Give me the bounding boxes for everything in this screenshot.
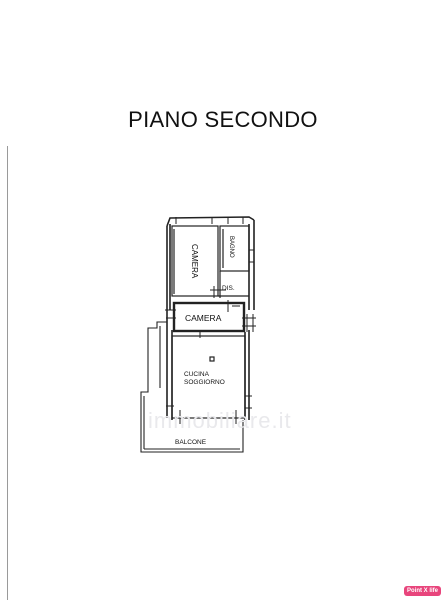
camera-2-walls bbox=[172, 301, 246, 333]
brand-badge: Point X life bbox=[404, 586, 442, 596]
room-label-bagno: BAGNO bbox=[228, 236, 234, 258]
page-title: PIANO SECONDO bbox=[128, 107, 318, 132]
room-label-soggiorno: SOGGIORNO bbox=[184, 379, 225, 386]
balcony-walls bbox=[140, 321, 244, 453]
page-edge-line bbox=[7, 146, 8, 600]
room-label-camera-2: CAMERA bbox=[185, 313, 222, 323]
room-label-balcone: BALCONE bbox=[175, 439, 207, 446]
living-room-walls bbox=[171, 335, 246, 419]
room-label-camera-1: CAMERA bbox=[190, 244, 199, 279]
watermark: immobiliare.it bbox=[148, 408, 292, 433]
room-label-cucina: CUCINA bbox=[184, 371, 210, 378]
inner-walls bbox=[171, 225, 250, 298]
room-label-dis: DIS. bbox=[222, 285, 235, 292]
opening-marks bbox=[165, 217, 256, 424]
